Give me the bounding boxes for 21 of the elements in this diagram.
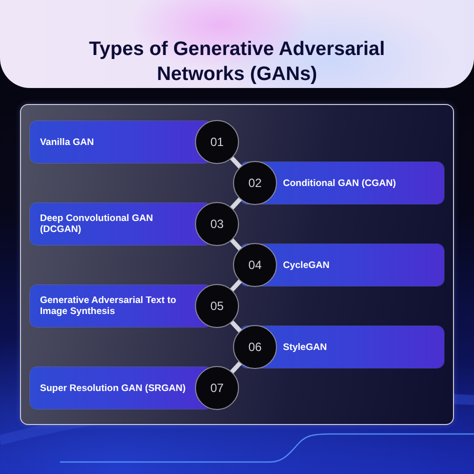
step-number: 07 — [210, 381, 224, 395]
step-number: 06 — [248, 340, 262, 354]
step-number: 03 — [210, 217, 224, 231]
item-label: Conditional GAN (CGAN) — [283, 178, 396, 188]
connector-line — [230, 320, 242, 333]
connector-line — [230, 238, 242, 251]
step-number: 01 — [210, 135, 224, 149]
step-number: 02 — [248, 176, 262, 190]
item-label: Deep Convolutional GAN (DCGAN) — [40, 213, 154, 235]
item-label: Generative Adversarial Text to Image Synthesis — [40, 295, 178, 317]
item-label: CycleGAN — [283, 260, 330, 270]
item-label: Super Resolution GAN (SRGAN) — [40, 382, 186, 394]
connector-line — [230, 279, 242, 292]
title: Types of Generative Adversarial Networks (GANs) — [88, 37, 386, 87]
item-label: Vanilla GAN — [40, 136, 94, 148]
item-label: StyleGAN — [283, 342, 327, 352]
connector-line — [230, 197, 242, 210]
connector-line — [230, 361, 242, 374]
step-number: 04 — [248, 258, 262, 272]
step-number: 05 — [210, 299, 224, 313]
connector-line — [230, 156, 242, 169]
